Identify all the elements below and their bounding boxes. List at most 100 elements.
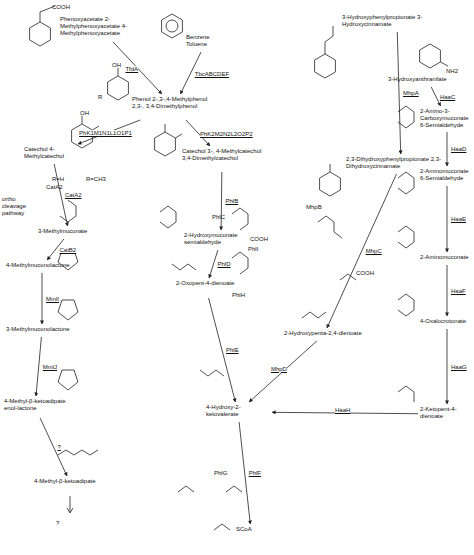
enzyme-label: MmlJ [43,364,57,371]
compound-label: 4-Methylmuconolactone [6,262,78,269]
structure-label: COOH [356,270,374,277]
enzyme-label: CatA2 [65,192,82,199]
compound-label: 2,3-Dihydroxyphenylpropionate 2,3-Dihydr… [346,156,456,170]
bond [118,68,119,76]
compound-name: 3-Methylmuconate [38,228,100,237]
benzene-ring [30,22,51,46]
chain [232,208,248,230]
enzyme-label: HaaD [451,146,466,153]
chain [226,486,242,492]
enzyme-label: PhlE [226,347,239,354]
benzene-ring [162,14,183,38]
structure-label: ortho cleavage pathway [2,196,38,217]
aromatic-circle [166,20,178,32]
bond [165,124,166,132]
chain [160,206,176,228]
chain [178,486,194,492]
enzyme-label: PhK2M2N2L2O2P2 [200,131,253,138]
compound-name: 3-Methylmuconolactone [6,326,78,335]
compound-name: 4-Oxalocrotonate [420,318,474,327]
compound-label: 2-Aminomuconate [420,254,474,261]
reaction-arrow [447,186,448,252]
chain [172,264,196,270]
structure-label: COOH [52,4,70,11]
compound-label: 2-Oxopent-4-dienoate [176,280,236,287]
chain [302,312,326,318]
benzene-ring [108,76,129,100]
compound-label: Benzene Toluene [186,34,226,48]
reaction-arrow [42,273,43,324]
compound-name: Phenol 2-,3-,4-Methylphenol 2,3-, 3,4-Di… [132,96,216,118]
reaction-arrow [221,172,223,230]
reaction-arrow [447,329,448,404]
chain [398,172,414,194]
compound-label: Catechol 4-Methylcatechol [24,146,80,160]
chain [398,386,414,402]
compound-label: 2-Hydroxypenta-2,4-dienoate [284,330,364,337]
enzyme-label: TbcABCDEF [195,71,229,78]
chain [58,450,98,455]
structure-label: R=CH3 [86,176,106,183]
structure-label: OH [80,110,89,117]
bond [175,134,182,138]
enzyme-label: PhlB [225,198,238,205]
compound-name: SCoA [236,526,266,535]
chain [340,274,356,280]
compound-name: 2-Oxopent-4-dienoate [176,280,236,296]
compound-label: 2-Ketopent-4-dienoate [420,406,474,420]
compound-label: Catechol 3-, 4-Methylcatechol 3,4-Dimeth… [182,148,262,162]
enzyme-label: ? [58,444,61,451]
chain [214,524,230,530]
structure-label: COOH [250,236,268,243]
compound-label: Phenol 2-,3-,4-Methylphenol 2,3-, 3,4-Di… [132,96,216,110]
chain [318,216,342,238]
arrow-head [67,508,73,513]
compound-name: 2-Hydroxymuconate semialdehyde [184,232,258,248]
compound-label: 4-Methyl-β-ketoadipate enol-lactone [4,398,66,412]
compound-label: SCoA [236,526,266,533]
benzene-ring [155,132,176,156]
reaction-arrow [249,341,317,402]
side-chain [330,164,331,172]
lactone-ring [58,300,78,320]
benzene-ring [315,54,336,78]
compound-label: 4-Methyl-β-ketoadipate [34,478,106,485]
bond [40,12,41,22]
enzyme-label: PhlF [249,470,261,477]
compound-label: 2-Amino-3-Carboxymuconate 6-Semialdehyde [420,108,474,129]
enzyme-label: MmlI [46,296,59,303]
bond [440,62,448,66]
enzyme-label: MhpC [366,248,382,255]
benzene-ring [320,172,341,196]
structure-label: OH [112,62,121,69]
compound-name: 4-Methyl-β-ketoadipate [34,478,106,487]
side-chain [325,26,333,54]
lactone-ring [58,370,78,390]
chain [232,252,248,274]
compound-name: Benzene Toluene [186,34,226,50]
enzyme-label: HaaH [335,407,350,414]
enzyme-label: HaaE [451,216,466,223]
structure-label: PhlH [232,292,245,299]
enzyme-label: MhpD [271,366,287,373]
compound-label: 2-Aminomuconate 6-Semialdehyde [420,168,474,182]
compound-label: 4-Hydroxy-2-ketovalerate [206,404,270,418]
enzyme-label: HaaC [440,94,455,101]
chain [398,106,414,128]
bond [82,116,83,124]
structure-label: ? [56,520,59,527]
reaction-arrow [36,337,41,396]
structure-label: PhlC [212,214,225,221]
structure-label: PhlI [248,246,258,253]
compound-name: 4-Methylmuconolactone [6,262,78,271]
enzyme-label: TfdA [125,66,138,73]
chain [398,226,414,248]
compound-label: 4-Oxalocrotonate [420,318,474,325]
enzyme-label: MhpA [403,90,419,97]
compound-name: Catechol 4-Methylcatechol [24,146,80,162]
compound-name: 2-Hydroxypenta-2,4-dienoate [284,330,364,339]
compound-name: 2-Aminomuconate [420,254,474,263]
